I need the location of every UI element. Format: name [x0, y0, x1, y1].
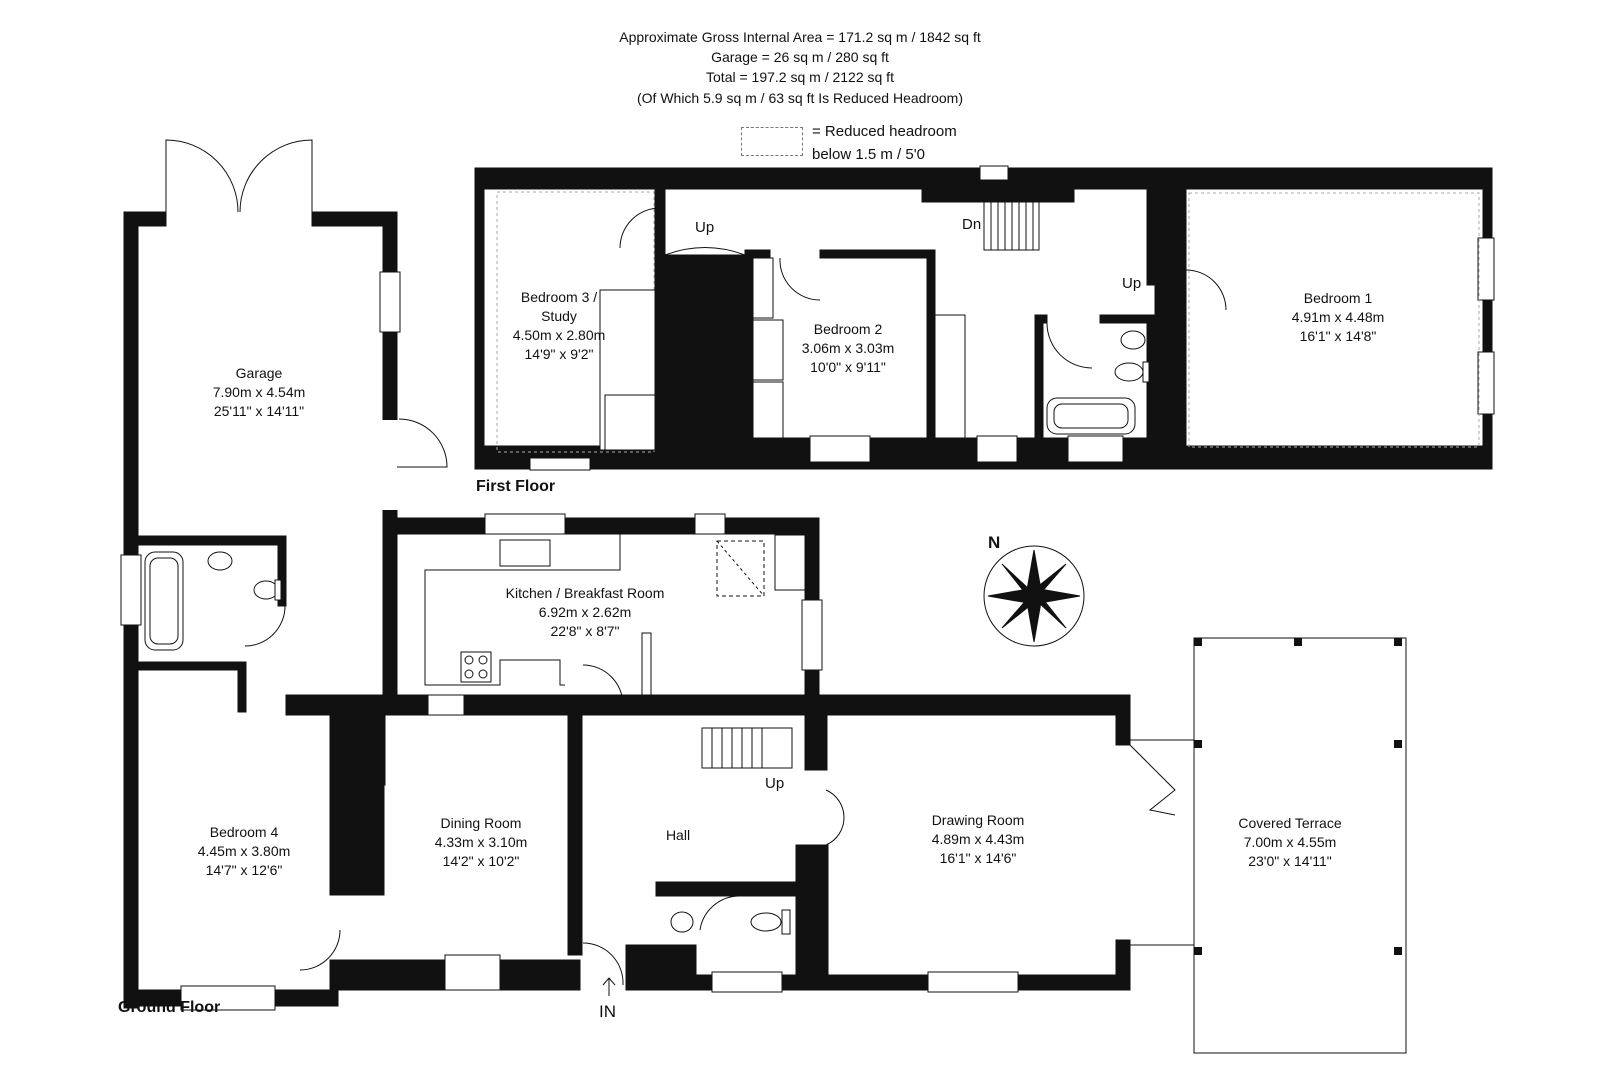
first-floor-label: First Floor: [476, 478, 556, 495]
room-imperial: 14'2" x 10'2": [442, 853, 520, 869]
room-name: Drawing Room: [931, 812, 1025, 828]
area-summary: Approximate Gross Internal Area = 171.2 …: [619, 29, 981, 45]
stair-down-label: Dn: [962, 216, 982, 233]
room-metric: 4.50m x 2.80m: [512, 327, 606, 343]
room-bedroom-4: Bedroom 4 4.45m x 3.80m 14'7" x 12'6": [198, 823, 291, 880]
room-name: Bedroom 4: [209, 824, 279, 840]
legend-swatch: [741, 127, 803, 156]
room-metric: 7.90m x 4.54m: [212, 384, 306, 400]
room-name: Hall: [665, 827, 691, 843]
stair-up-label: Up: [695, 219, 715, 236]
room-name: Dining Room: [440, 815, 522, 831]
first-floor-fixtures: [496, 191, 1480, 453]
room-kitchen: Kitchen / Breakfast Room 6.92m x 2.62m 2…: [506, 584, 665, 641]
room-garage: Garage 7.90m x 4.54m 25'11" x 14'11": [213, 364, 306, 421]
room-name-2: Study: [541, 308, 577, 324]
room-metric: 4.89m x 4.43m: [931, 831, 1025, 847]
terrace-posts: [1194, 638, 1402, 955]
room-imperial: 10'0" x 9'11": [810, 359, 886, 375]
stair-up-label-hall: Up: [765, 775, 785, 792]
room-imperial: 25'11" x 14'11": [213, 403, 305, 419]
entrance-arrow: [602, 977, 616, 996]
ground-floor-fixtures: [144, 533, 1407, 1054]
garage-area: Garage = 26 sq m / 280 sq ft: [711, 49, 889, 65]
room-name: Garage: [235, 365, 283, 381]
entrance-label: IN: [599, 1002, 616, 1021]
room-metric: 4.33m x 3.10m: [434, 834, 528, 850]
stair-up-label-landing: Up: [1122, 275, 1142, 292]
room-imperial: 23'0" x 14'11": [1248, 853, 1332, 869]
room-metric: 4.91m x 4.48m: [1291, 309, 1385, 325]
garage-doors: [165, 139, 448, 468]
room-imperial: 22'8" x 8'7": [550, 623, 620, 639]
room-imperial: 16'1" x 14'6": [939, 850, 1017, 866]
room-bedroom-3: Bedroom 3 / Study 4.50m x 2.80m 14'9" x …: [513, 288, 606, 364]
room-terrace: Covered Terrace 7.00m x 4.55m 23'0" x 14…: [1238, 814, 1341, 871]
room-drawing: Drawing Room 4.89m x 4.43m 16'1" x 14'6": [932, 811, 1025, 868]
room-imperial: 14'7" x 12'6": [205, 862, 283, 878]
legend-line-1: = Reduced headroom: [812, 123, 957, 140]
room-name: Bedroom 2: [813, 321, 883, 337]
ground-floor-label: Ground Floor: [118, 999, 221, 1016]
room-metric: 7.00m x 4.55m: [1243, 834, 1337, 850]
north-label: N: [988, 533, 1001, 552]
room-metric: 3.06m x 3.03m: [801, 340, 895, 356]
legend-line-2: below 1.5 m / 5'0: [812, 146, 925, 163]
compass-icon: [983, 545, 1085, 647]
total-area: Total = 197.2 sq m / 2122 sq ft: [706, 69, 894, 85]
room-name: Kitchen / Breakfast Room: [505, 585, 665, 601]
room-bedroom-1: Bedroom 1 4.91m x 4.48m 16'1" x 14'8": [1292, 289, 1385, 346]
room-hall: Hall: [666, 826, 690, 845]
room-metric: 4.45m x 3.80m: [197, 843, 291, 859]
first-floor-windows: [529, 165, 1495, 471]
room-dining: Dining Room 4.33m x 3.10m 14'2" x 10'2": [435, 814, 528, 871]
legend: = Reduced headroom below 1.5 m / 5'0: [812, 120, 957, 166]
reduced-headroom-area: (Of Which 5.9 sq m / 63 sq ft Is Reduced…: [636, 90, 964, 106]
room-name: Bedroom 3 /: [520, 289, 598, 305]
ground-floor-windows: [120, 271, 1019, 1011]
room-metric: 6.92m x 2.62m: [538, 604, 632, 620]
room-imperial: 16'1" x 14'8": [1299, 328, 1377, 344]
room-bedroom-2: Bedroom 2 3.06m x 3.03m 10'0" x 9'11": [802, 320, 895, 377]
room-imperial: 14'9" x 9'2": [524, 346, 594, 362]
room-name: Covered Terrace: [1238, 815, 1342, 831]
room-name: Bedroom 1: [1303, 290, 1373, 306]
